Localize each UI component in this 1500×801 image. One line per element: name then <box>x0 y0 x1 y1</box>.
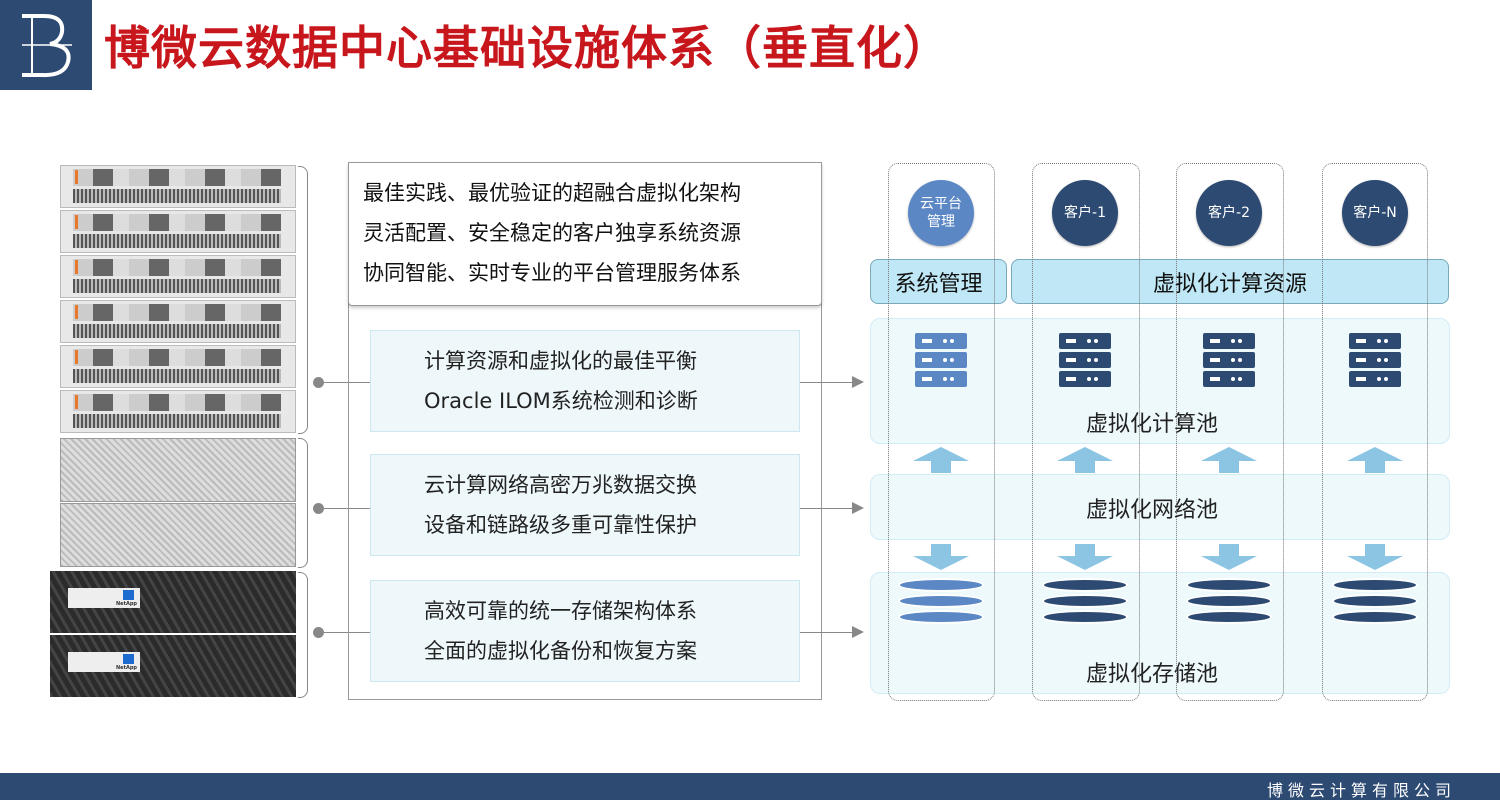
page-title: 博微云数据中心基础设施体系（垂直化） <box>104 21 950 75</box>
server-rack-image: NetApp NetApp <box>50 165 296 699</box>
arrow-up-icon <box>1201 447 1257 473</box>
summary-line: 最佳实践、最优验证的超融合虚拟化架构 <box>363 181 741 205</box>
arrow-down-icon <box>1057 544 1113 570</box>
arrow-down-icon <box>1201 544 1257 570</box>
feature-network: 云计算网络高密万兆数据交换 设备和链路级多重可靠性保护 <box>370 454 800 556</box>
connector-line <box>322 508 370 509</box>
feature-compute: 计算资源和虚拟化的最佳平衡 Oracle ILOM系统检测和诊断 <box>370 330 800 432</box>
feature-line: 全面的虚拟化备份和恢复方案 <box>424 639 697 663</box>
server-icon <box>1059 333 1111 390</box>
feature-storage: 高效可靠的统一存储架构体系 全面的虚拟化备份和恢复方案 <box>370 580 800 682</box>
feature-line: 设备和链路级多重可靠性保护 <box>424 513 697 537</box>
netapp-logo-icon <box>123 654 134 664</box>
arrow-up-icon <box>1347 447 1403 473</box>
server-icon <box>1203 333 1255 390</box>
platform-node: 云平台管理 <box>908 180 974 246</box>
netapp-logo-icon <box>123 590 134 600</box>
feature-line: 高效可靠的统一存储架构体系 <box>424 599 697 623</box>
column-customer-1 <box>1032 163 1140 701</box>
storage-brace <box>298 572 308 698</box>
feature-line: 云计算网络高密万兆数据交换 <box>424 473 697 497</box>
feature-line: 计算资源和虚拟化的最佳平衡 <box>424 349 697 373</box>
summary-box: 最佳实践、最优验证的超融合虚拟化架构 灵活配置、安全稳定的客户独享系统资源 协同… <box>348 162 822 306</box>
storage-disk-icon <box>1332 578 1418 626</box>
pool-label: 虚拟化网络池 <box>1086 498 1219 523</box>
arrow-up-icon <box>913 447 969 473</box>
server-icon <box>915 333 967 390</box>
column-customer-n <box>1322 163 1428 701</box>
footer-company: 博微云计算有限公司 <box>1266 781 1456 800</box>
column-customer-2 <box>1176 163 1284 701</box>
company-logo <box>0 0 92 90</box>
arrow-right-icon <box>852 626 864 638</box>
compute-brace <box>298 166 308 434</box>
pool-label: 虚拟化存储池 <box>1086 662 1219 687</box>
storage-pool <box>870 572 1450 694</box>
customer-node: 客户-N <box>1342 180 1408 246</box>
footer-bar: 博微云计算有限公司 <box>0 773 1500 800</box>
network-brace <box>298 438 308 568</box>
arrow-right-icon <box>852 502 864 514</box>
arrow-line <box>800 632 854 633</box>
network-pool <box>870 474 1450 540</box>
column-platform <box>888 163 995 701</box>
storage-disk-icon <box>1042 578 1128 626</box>
server-icon <box>1349 333 1401 390</box>
band-virtual-compute: 虚拟化计算资源 <box>1011 259 1449 304</box>
storage-label: NetApp <box>68 588 140 608</box>
logo-b-icon <box>22 14 72 78</box>
storage-label: NetApp <box>68 652 140 672</box>
feature-line: Oracle ILOM系统检测和诊断 <box>424 389 698 413</box>
summary-line: 协同智能、实时专业的平台管理服务体系 <box>363 261 741 285</box>
summary-line: 灵活配置、安全稳定的客户独享系统资源 <box>363 221 741 245</box>
connector-dot <box>313 377 324 388</box>
arrow-down-icon <box>913 544 969 570</box>
connector-line <box>322 382 370 383</box>
pool-label: 虚拟化计算池 <box>1086 412 1219 437</box>
arrow-up-icon <box>1057 447 1113 473</box>
connector-line <box>322 632 370 633</box>
arrow-line <box>800 508 854 509</box>
connector-dot <box>313 503 324 514</box>
arrow-right-icon <box>852 376 864 388</box>
band-system-management: 系统管理 <box>870 259 1007 304</box>
arrow-down-icon <box>1347 544 1403 570</box>
arrow-line <box>800 382 854 383</box>
storage-disk-icon <box>1186 578 1272 626</box>
customer-node: 客户-1 <box>1052 180 1118 246</box>
storage-disk-icon <box>898 578 984 626</box>
customer-node: 客户-2 <box>1196 180 1262 246</box>
connector-dot <box>313 627 324 638</box>
storage-brand: NetApp <box>116 665 137 671</box>
storage-brand: NetApp <box>116 601 137 607</box>
